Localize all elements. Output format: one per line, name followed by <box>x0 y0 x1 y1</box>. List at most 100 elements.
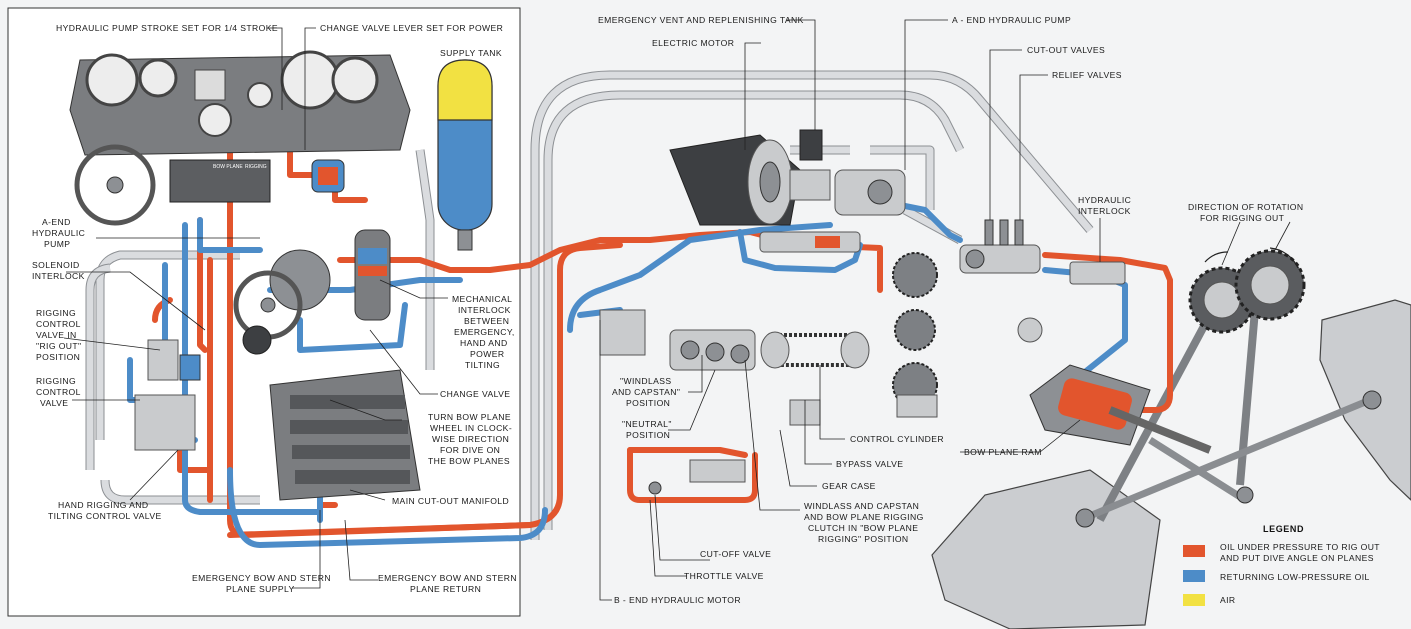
label-neutral-1: "NEUTRAL" <box>622 419 672 429</box>
label-turn-bow-5: THE BOW PLANES <box>428 456 510 466</box>
label-a-end-pump-2: HYDRAULIC <box>32 228 85 238</box>
legend-air-label: AIR <box>1220 595 1236 605</box>
label-throttle-valve: THROTTLE VALVE <box>684 571 764 581</box>
label-b-end-motor: B - END HYDRAULIC MOTOR <box>614 595 741 605</box>
rotation-arrow-right <box>1269 247 1299 269</box>
label-hand-rigging-1: HAND RIGGING AND <box>58 500 148 510</box>
label-mech-interlock-4: EMERGENCY, <box>454 327 515 337</box>
label-cutout-valves: CUT-OUT VALVES <box>1027 45 1105 55</box>
label-windlass-pos-3: POSITION <box>626 398 670 408</box>
legend-return-label: RETURNING LOW-PRESSURE OIL <box>1220 572 1370 582</box>
control-panel <box>69 50 411 355</box>
label-rigging-valve-1: RIGGING <box>36 308 76 318</box>
label-rigging-ctrl-1: RIGGING <box>36 376 76 386</box>
label-rigging-valve-5: POSITION <box>36 352 80 362</box>
rigging-control-valve <box>134 339 201 451</box>
gear-case-assembly <box>892 252 1043 418</box>
label-turn-bow-2: WHEEL IN CLOCK- <box>430 423 512 433</box>
label-mech-interlock-2: INTERLOCK <box>458 305 511 315</box>
control-cylinder <box>759 231 861 253</box>
label-change-valve-lever: CHANGE VALVE LEVER SET FOR POWER <box>320 23 503 33</box>
main-cutout-manifold <box>269 369 421 501</box>
bow-plane-lower <box>931 469 1161 629</box>
label-turn-bow-3: WISE DIRECTION <box>432 434 509 444</box>
panel-sign-bow-plane: BOW PLANE <box>213 164 243 170</box>
pivot-3 <box>1362 390 1382 410</box>
rotation-arrow-left <box>1204 251 1229 263</box>
rigging-gears <box>1188 247 1306 334</box>
label-a-end-pump-1: A-END <box>42 217 71 227</box>
label-mech-interlock-3: BETWEEN <box>464 316 509 326</box>
legend-swatch-air <box>1183 594 1205 606</box>
legend-swatch-pressure <box>1183 545 1205 557</box>
a-end-pump-top <box>834 169 906 216</box>
label-emerg-return-1: EMERGENCY BOW AND STERN <box>378 573 517 583</box>
label-bypass-valve: BYPASS VALVE <box>836 459 903 469</box>
legend-pressure-line1: OIL UNDER PRESSURE TO RIG OUT <box>1220 542 1380 552</box>
label-hyd-interlock-2: INTERLOCK <box>1078 206 1131 216</box>
label-clutch-4: RIGGING" POSITION <box>818 534 909 544</box>
label-control-cylinder: CONTROL CYLINDER <box>850 434 944 444</box>
leader-lines <box>63 19 1291 601</box>
label-emerg-supply-1: EMERGENCY BOW AND STERN <box>192 573 331 583</box>
callout-labels: HYDRAULIC PUMP STROKE SET FOR 1/4 STROKE… <box>32 15 1304 605</box>
legend-pressure-line2: AND PUT DIVE ANGLE ON PLANES <box>1220 553 1374 563</box>
rod-2 <box>1236 309 1259 486</box>
label-pump-stroke: HYDRAULIC PUMP STROKE SET FOR 1/4 STROKE <box>56 23 278 33</box>
label-emerg-return-2: PLANE RETURN <box>410 584 481 594</box>
label-a-end-pump-top: A - END HYDRAULIC PUMP <box>952 15 1071 25</box>
bow-plane-ram <box>1029 364 1212 454</box>
label-electric-motor: ELECTRIC MOTOR <box>652 38 734 48</box>
legend: LEGEND OIL UNDER PRESSURE TO RIG OUT AND… <box>1183 524 1380 606</box>
label-clutch-1: WINDLASS AND CAPSTAN <box>804 501 919 511</box>
label-rigging-ctrl-2: CONTROL <box>36 387 81 397</box>
label-emergency-vent: EMERGENCY VENT AND REPLENISHING TANK <box>598 15 804 25</box>
label-emerg-supply-2: PLANE SUPPLY <box>226 584 295 594</box>
rod-4 <box>1148 437 1247 503</box>
label-clutch-2: AND BOW PLANE RIGGING <box>804 512 924 522</box>
change-valve <box>354 229 391 321</box>
label-mech-interlock-5: HAND AND <box>460 338 508 348</box>
label-turn-bow-4: FOR DIVE ON <box>440 445 500 455</box>
label-solenoid-1: SOLENOID <box>32 260 80 270</box>
label-direction-2: FOR RIGGING OUT <box>1200 213 1285 223</box>
label-relief-valves: RELIEF VALVES <box>1052 70 1122 80</box>
label-rigging-ctrl-3: VALVE <box>40 398 68 408</box>
label-rigging-valve-3: VALVE IN <box>36 330 77 340</box>
rod-3 <box>1078 396 1372 524</box>
panel-sign-rigging: RIGGING <box>245 164 267 170</box>
label-windlass-pos-2: AND CAPSTAN" <box>612 387 680 397</box>
legend-title: LEGEND <box>1263 524 1304 534</box>
label-gear-case: GEAR CASE <box>822 481 876 491</box>
label-rigging-valve-4: "RIG OUT" <box>36 341 82 351</box>
replenishing-tank <box>799 129 823 161</box>
mode-valve <box>311 159 345 193</box>
label-rigging-valve-2: CONTROL <box>36 319 81 329</box>
cutout-valve-block <box>959 219 1041 274</box>
pivot-1 <box>1075 508 1095 528</box>
label-main-cutout: MAIN CUT-OUT MANIFOLD <box>392 496 509 506</box>
label-mech-interlock-1: MECHANICAL <box>452 294 512 304</box>
clutch-and-chain <box>760 331 870 369</box>
label-bow-plane-ram: BOW PLANE RAM <box>964 447 1042 457</box>
pivot-2 <box>1236 486 1254 504</box>
label-solenoid-2: INTERLOCK <box>32 271 85 281</box>
label-hand-rigging-2: TILTING CONTROL VALVE <box>48 511 162 521</box>
hydraulic-interlock-right <box>1069 261 1126 285</box>
neutral-pipes <box>85 70 1094 540</box>
legend-swatch-return <box>1183 570 1205 582</box>
label-hyd-interlock-1: HYDRAULIC <box>1078 195 1131 205</box>
supply-tank <box>437 59 493 251</box>
label-windlass-pos-1: "WINDLASS <box>620 376 672 386</box>
label-direction-1: DIRECTION OF ROTATION <box>1188 202 1304 212</box>
gear-right-hub <box>1250 265 1290 305</box>
b-end-motor <box>599 309 756 371</box>
electric-motor <box>669 134 831 226</box>
label-neutral-2: POSITION <box>626 430 670 440</box>
label-change-valve: CHANGE VALVE <box>440 389 510 399</box>
label-cutoff-valve: CUT-OFF VALVE <box>700 549 771 559</box>
label-turn-bow-1: TURN BOW PLANE <box>428 412 511 422</box>
label-mech-interlock-7: TILTING <box>465 360 500 370</box>
